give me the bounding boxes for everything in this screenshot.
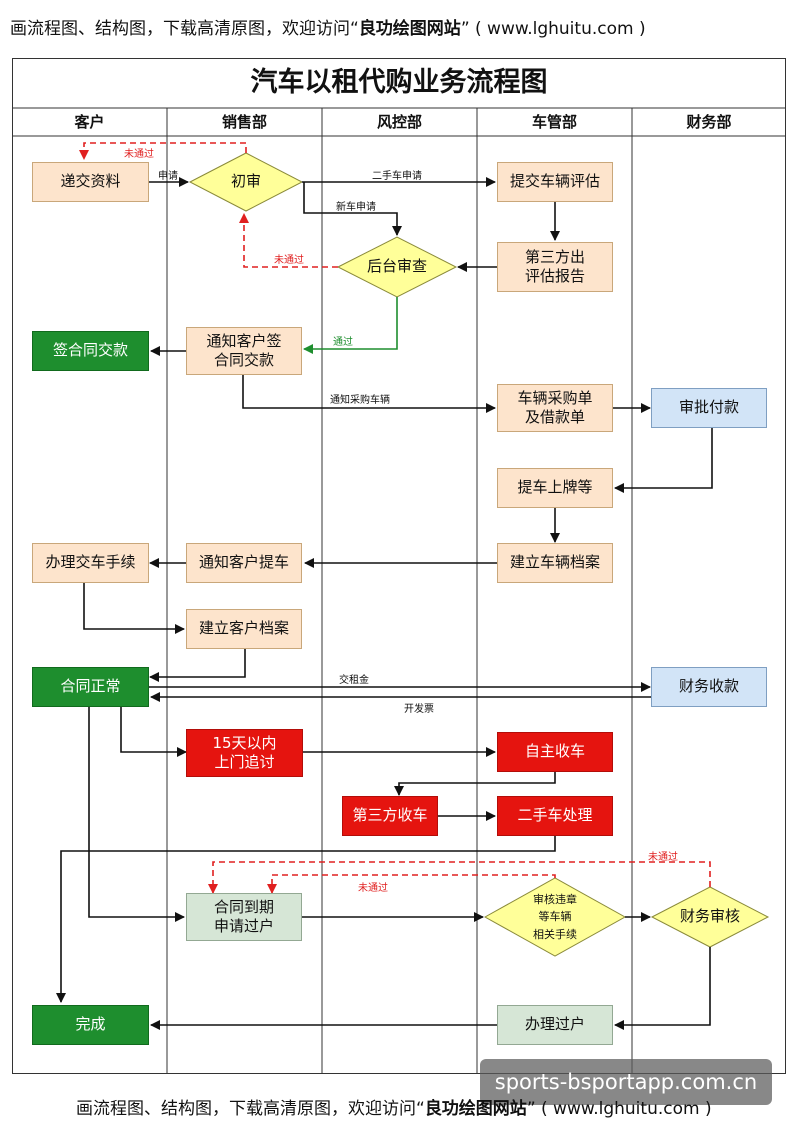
edge-label-rent-deposit: 交租金 [339,675,369,686]
node-notify-sign[interactable]: 通知客户签 合同交款 [186,327,302,375]
node-expire-transfer[interactable]: 合同到期 申请过户 [186,893,302,941]
backend-review-diamond [336,236,458,298]
lane-header-sales: 销售部 [221,113,267,131]
node-sign-contract[interactable]: 签合同交款 [32,331,149,371]
edge-label-notify-purchase: 通知采购车辆 [330,395,390,406]
banner-text-bottom: 画流程图、结构图，下载高清原图，欢迎访问“ [76,1099,425,1119]
node-self-recover[interactable]: 自主收车 [497,732,613,772]
node-purchase-order[interactable]: 车辆采购单 及借款单 [497,384,613,432]
watermark: sports-bsportapp.com.cn [480,1059,772,1105]
node-notify-pickup[interactable]: 通知客户提车 [186,543,302,583]
node-finance-review[interactable]: 财务审核 [679,907,740,926]
banner-site-name: 良功绘图网站 [358,19,461,39]
node-submit-docs[interactable]: 递交资料 [32,162,149,202]
node-first-review[interactable]: 初审 [230,172,261,191]
node-follow-up[interactable]: 15天以内 上门追讨 [186,729,303,777]
banner-site-url-bottom: ” ( www.lghuitu.com ) [526,1099,712,1119]
node-handle-pickup[interactable]: 办理交车手续 [32,543,149,583]
node-vehicle-file[interactable]: 建立车辆档案 [497,543,613,583]
node-submit-eval[interactable]: 提交车辆评估 [497,162,613,202]
node-audit-violations[interactable]: 审核违章 等车辆 相关手续 [533,893,577,941]
node-used-car[interactable]: 二手车处理 [497,796,613,836]
node-customer-file[interactable]: 建立客户档案 [186,609,302,649]
lane-grid [12,107,786,1074]
edge-label-reject-finance: 未通过 [648,852,678,863]
diagram-frame [12,58,786,1074]
banner-site-url: ” ( www.lghuitu.com ) [460,19,646,39]
edge-label-reject-first: 未通过 [124,149,154,160]
node-backend-review[interactable]: 后台审查 [366,257,427,276]
finance-review-diamond [650,886,770,948]
edge-label-reject-backend: 未通过 [274,255,304,266]
bottom-banner: 画流程图、结构图，下载高清原图，欢迎访问“良功绘图网站” ( www.lghui… [76,1094,712,1119]
node-plate[interactable]: 提车上牌等 [497,468,613,508]
banner-text: 画流程图、结构图，下载高清原图，欢迎访问“ [10,19,359,39]
edge-label-apply: 申请 [158,171,178,182]
diagram-title: 汽车以租代购业务流程图 [250,67,548,98]
edge-label-used-car-apply: 二手车申请 [372,171,422,182]
lane-header-fleet: 车管部 [531,113,577,131]
lane-header-finance: 财务部 [686,113,732,131]
node-approve-payment[interactable]: 审批付款 [651,388,767,428]
lane-header-customer: 客户 [74,113,105,131]
node-done[interactable]: 完成 [32,1005,149,1045]
edge-label-passed: 通过 [333,337,353,348]
node-third-recover[interactable]: 第三方收车 [342,796,438,836]
node-finance-receive[interactable]: 财务收款 [651,667,767,707]
edge-label-reject-audit: 未通过 [358,883,388,894]
edge-label-new-car-apply: 新车申请 [336,202,376,213]
lane-header-risk: 风控部 [376,113,422,131]
node-third-party-report[interactable]: 第三方出 评估报告 [497,242,613,292]
edge-label-invoice: 开发票 [404,704,434,715]
top-banner: 画流程图、结构图，下载高清原图，欢迎访问“良功绘图网站” ( www.lghui… [10,14,646,39]
banner-site-name-bottom: 良功绘图网站 [424,1099,527,1119]
node-handle-transfer[interactable]: 办理过户 [497,1005,613,1045]
node-contract-normal[interactable]: 合同正常 [32,667,149,707]
